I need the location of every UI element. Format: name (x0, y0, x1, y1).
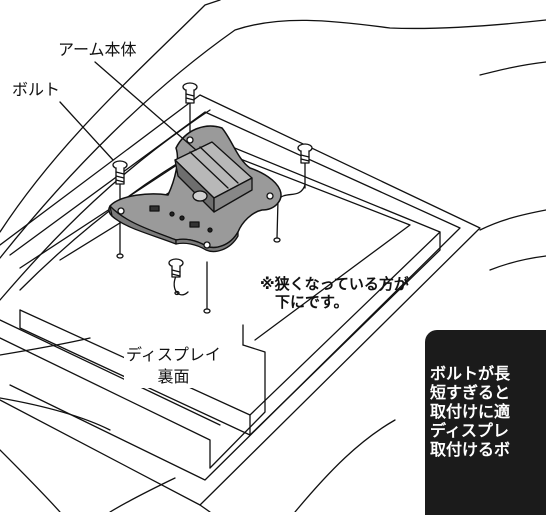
display-back-label: ディスプレイ 裏面 (124, 344, 223, 388)
callout-leaders (59, 61, 197, 161)
bolt-icon (112, 160, 128, 185)
display-back-label-line1: ディスプレイ (126, 345, 221, 364)
note-line: ボルトが長 (430, 364, 511, 383)
note-line: ディスプレ (430, 421, 509, 440)
narrow-side-note-line1: ※狭くなっている方が (260, 275, 409, 293)
bolt-label: ボルト (10, 80, 63, 100)
bolt-icon (182, 82, 198, 104)
bolt-icon (168, 258, 184, 278)
note-line: 取付けるボ (430, 440, 511, 459)
arm-plate (108, 125, 282, 253)
note-line: 取付けに適 (430, 402, 511, 421)
bolt-length-note: ボルトが長 短すぎると 取付けに適 ディスプレ 取付けるボ (425, 330, 546, 515)
narrow-side-note: ※狭くなっている方が 下にです。 (258, 275, 411, 311)
narrow-side-note-line2: 下にです。 (275, 293, 349, 311)
display-back-label-line2: 裏面 (157, 367, 190, 386)
note-line: 短すぎると (430, 383, 511, 402)
mounting-holes (116, 237, 281, 314)
arm-body-label: アーム本体 (56, 40, 139, 60)
bolt-icon (297, 143, 313, 164)
